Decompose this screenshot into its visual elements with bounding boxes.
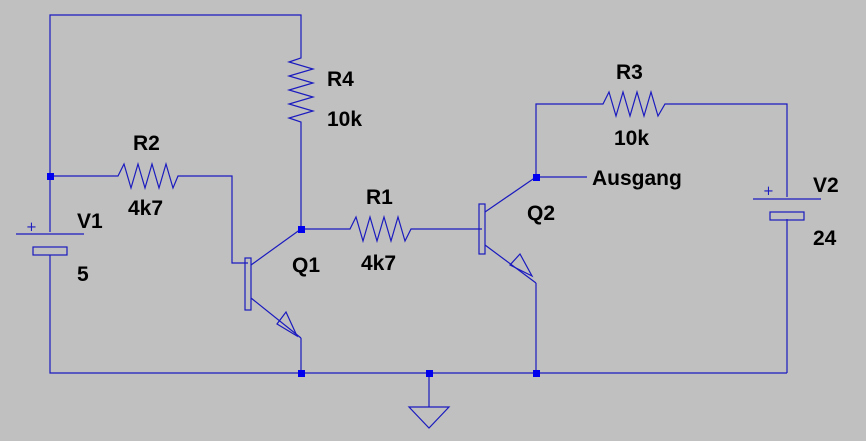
output-net-label: Ausgang	[592, 167, 682, 190]
r3-name-label: R3	[616, 61, 643, 84]
r2-value-label: 4k7	[128, 197, 163, 220]
wire-r2-right	[182, 175, 248, 264]
labels: R4 10k R2 4k7 R1 4k7 R3 10k Q1 Q2 V1 5 V…	[77, 61, 839, 286]
q1-label: Q1	[292, 254, 320, 277]
q1-base-plate	[244, 257, 252, 311]
q1-collector-lead	[250, 228, 302, 266]
r1-name-label: R1	[366, 186, 393, 209]
transistor-q2	[478, 176, 537, 284]
v1-value-label: 5	[77, 263, 89, 286]
v2-name-label: V2	[813, 174, 839, 197]
resistor-r1	[346, 214, 415, 244]
v2-short-plate	[769, 211, 805, 221]
wire-v1-bottom	[49, 255, 301, 374]
source-v1: +	[16, 220, 84, 256]
q2-base-plate	[478, 203, 486, 255]
resistor-r2	[114, 161, 182, 191]
wire-top-loop	[49, 14, 302, 176]
v1-plus-sign: +	[26, 220, 37, 235]
r3-value-label: 10k	[614, 127, 649, 150]
wires	[49, 14, 788, 407]
q2-collector-lead	[484, 176, 537, 213]
ground-icon	[407, 406, 451, 429]
junction-dot	[47, 173, 54, 180]
junction-dot	[298, 370, 305, 377]
r2-name-label: R2	[133, 132, 160, 155]
r1-value-label: 4k7	[361, 252, 396, 275]
wire-r3-right	[669, 103, 788, 197]
q2-label: Q2	[527, 202, 555, 225]
v2-plus-sign: +	[763, 184, 774, 199]
q2-emitter-arrow-icon	[509, 252, 534, 278]
transistor-q1	[244, 228, 302, 339]
v1-name-label: V1	[77, 210, 103, 233]
resistor-r3	[599, 89, 669, 119]
junction-dot	[533, 174, 540, 181]
q1-emitter-arrow-icon	[276, 310, 299, 338]
q1-emitter-lead	[250, 297, 302, 339]
r4-name-label: R4	[327, 68, 354, 91]
v1-short-plate	[32, 246, 68, 256]
junctions	[47, 173, 540, 377]
junction-dot	[426, 370, 433, 377]
junction-dot	[533, 370, 540, 377]
junction-dot	[298, 226, 305, 233]
r4-value-label: 10k	[327, 108, 362, 131]
source-v2: +	[753, 184, 821, 221]
v2-value-label: 24	[813, 227, 837, 250]
resistor-r4	[286, 55, 316, 125]
wire-r3-left	[535, 103, 599, 177]
